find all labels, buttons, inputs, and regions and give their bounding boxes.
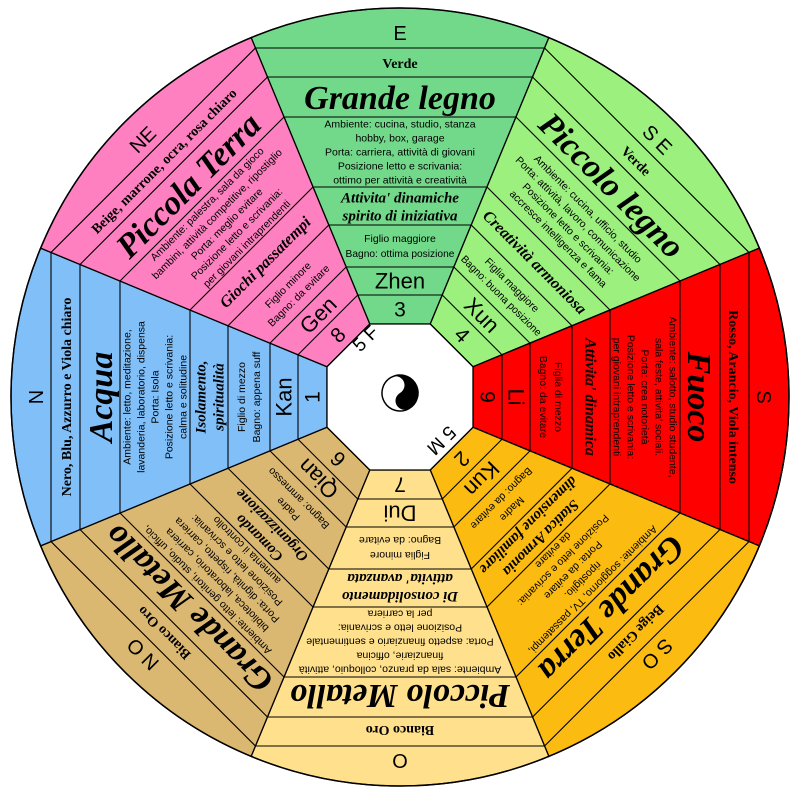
band-divider: [269, 450, 347, 528]
quality-text: Attivita' dinamica: [581, 337, 598, 456]
band-divider: [441, 294, 503, 356]
family-bath-text: Figlio di mezzo: [236, 362, 248, 432]
trigram-name: Dui: [383, 500, 416, 525]
element-name: Piccolo Metallo: [290, 677, 511, 714]
band-divider: [227, 467, 330, 570]
band-divider: [515, 116, 681, 282]
band-divider: [297, 294, 359, 356]
ambiente-text: Porta: carriera, attività di giovani: [325, 147, 475, 159]
ambiente-text: Ambiente: cucina, studio, stanza: [324, 119, 475, 131]
family-bath-text: Bagno: da evitare: [359, 534, 441, 546]
band-divider: [453, 266, 531, 344]
yin-yang-icon: [381, 374, 419, 412]
band-divider: [441, 438, 503, 500]
band-divider: [50, 47, 256, 253]
trigram-name: Li: [503, 388, 528, 405]
bagua-number: 9: [476, 391, 499, 403]
quality-text: spiritualità: [211, 363, 227, 432]
band-divider: [515, 512, 681, 678]
element-name: Grande legno: [304, 80, 496, 117]
ambiente-text: sala feste, attivita' sociali.: [652, 338, 664, 456]
quality-text: spirito di iniziativa: [341, 208, 458, 224]
ambiente-text: Porta: aspetto finanziario e sentimental…: [306, 635, 494, 647]
band-divider: [532, 529, 721, 718]
band-divider: [486, 186, 611, 311]
band-divider: [79, 529, 268, 718]
color-names: Nero, Blu, Azzurro e Viola chiaro: [60, 298, 75, 497]
ambiente-text: Ambiente: letto, meditazione,: [122, 329, 134, 464]
band-divider: [119, 512, 285, 678]
quality-text: Di consolidamento: [342, 588, 459, 604]
bagua-number: 3: [394, 298, 406, 321]
ambiente-text: Ambiente: salotto, studio studente,: [666, 316, 678, 477]
direction-label: S: [752, 390, 774, 403]
color-names: Rosso, Arancio, Viola intenso: [725, 310, 740, 484]
band-divider: [532, 76, 721, 265]
ambiente-text: Posizione letto e scrivania:: [338, 621, 462, 633]
band-divider: [486, 483, 611, 608]
ambiente-text: lavanderia, laboratorio, dispensa: [136, 321, 148, 473]
ambiente-text: Posizione letto e scrivania:: [624, 335, 636, 459]
trigram-name: Zhen: [375, 269, 425, 294]
color-names: Verde: [382, 57, 417, 72]
family-bath-text: Figlia minore: [370, 549, 430, 561]
direction-label: E: [393, 23, 406, 45]
ambiente-text: calma e solitudine: [178, 355, 190, 439]
element-name: Acqua: [83, 352, 120, 445]
color-names: Bianco Oro: [366, 722, 435, 737]
band-divider: [50, 541, 256, 747]
element-name: Fuoco: [680, 351, 717, 443]
band-divider: [189, 186, 314, 311]
band-divider: [297, 438, 359, 500]
ambiente-text: finanziarie, officina: [356, 649, 443, 661]
ambiente-text: Ambiente: sala da pranzo, colloquio, att…: [299, 663, 502, 675]
ambiente-text: ottimo per attività e creatività: [333, 175, 467, 187]
ambiente-text: Posizione letto e scrivania:: [164, 335, 176, 459]
bagua-number: 7: [394, 473, 406, 496]
band-divider: [269, 266, 347, 344]
band-divider: [227, 224, 330, 327]
quality-text: attivita' avanzata: [347, 570, 453, 586]
band-divider: [453, 450, 531, 528]
family-bath-text: Bagno: ottima posizione: [346, 248, 455, 260]
trigram-name: Kan: [272, 377, 297, 416]
direction-label: N: [26, 390, 48, 404]
quality-text: Isolamento,: [193, 361, 209, 435]
outer-circle: [10, 7, 790, 787]
ambiente-text: per la carriera: [367, 607, 432, 619]
quality-text: Attivita' dinamiche: [340, 190, 459, 206]
bagua-number: 1: [301, 391, 324, 403]
band-divider: [544, 47, 750, 253]
family-bath-text: Bagno: appena suff: [251, 351, 263, 442]
direction-label: O: [392, 749, 408, 771]
band-divider: [470, 467, 573, 570]
family-bath-text: Bagno: da evitare: [537, 356, 549, 438]
family-bath-text: Figlio maggiore: [364, 233, 436, 245]
band-divider: [79, 76, 268, 265]
band-divider: [119, 116, 285, 282]
band-divider: [189, 483, 314, 608]
center-octagon: 5 F5 M: [326, 322, 474, 471]
ambiente-text: Porta: crea notorietà: [638, 349, 650, 444]
band-divider: [470, 224, 573, 327]
family-bath-text: Figlia di mezzo: [552, 362, 564, 432]
ambiente-text: hobby, box, garage: [355, 133, 444, 145]
ambiente-text: Posizione letto e scrivania:: [338, 161, 462, 173]
ambiente-text: Porta: Isola: [150, 370, 162, 423]
ambiente-text: per giovani intraprendenti: [610, 338, 622, 457]
band-divider: [544, 541, 750, 747]
